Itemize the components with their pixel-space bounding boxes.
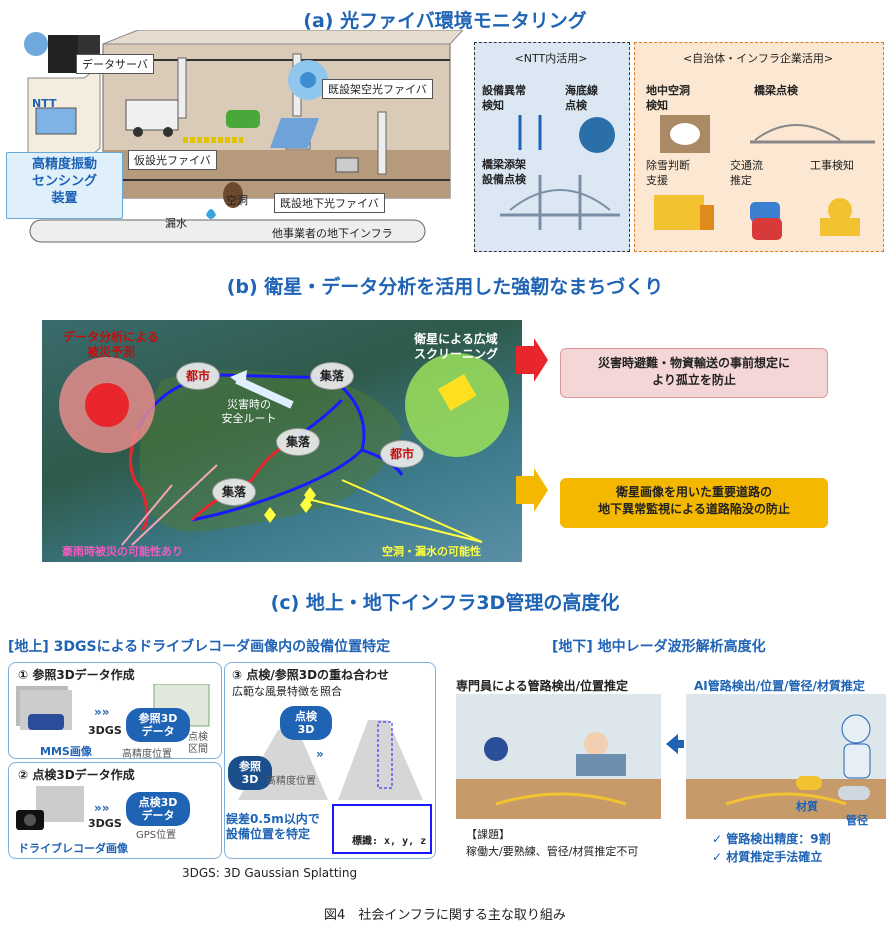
municipal-panel-title: <自治体・インフラ企業活用> <box>682 52 834 65</box>
muni-item-cavity: 地中空洞 検知 <box>646 84 690 112</box>
ai-title: AI管路検出/位置/管径/材質推定 <box>694 679 865 693</box>
sensing-device-label: 高精度振動 センシング 装置 <box>6 152 123 219</box>
figure-caption: 図4 社会インフラに関する主な取り組み <box>324 908 566 923</box>
svg-text:»»: »» <box>94 801 110 815</box>
ntt-item-bridge: 橋梁添架 設備点検 <box>482 158 526 186</box>
gpr-illustrations <box>456 694 886 819</box>
mms-label: MMS画像 <box>40 745 92 758</box>
data-server-label: データサーバ <box>76 54 154 74</box>
gps-label: GPS位置 <box>136 830 177 841</box>
step1-3dgs-label: 3DGS <box>88 724 122 737</box>
muni-item-construction: 工事検知 <box>810 159 854 172</box>
village-marker-1: 集落 <box>310 362 354 390</box>
step3-insp3d-pill: 点検 3D <box>280 706 332 740</box>
diameter-label: 管径 <box>846 814 868 827</box>
step2-title: ② 点検3Dデータ作成 <box>18 768 135 782</box>
material-label: 材質 <box>796 800 818 813</box>
svg-text:»: » <box>316 747 324 761</box>
village-marker-3: 集落 <box>212 478 256 506</box>
ntt-logo: NTT <box>32 97 57 110</box>
route-map-overlay <box>59 353 509 546</box>
existing-aerial-label: 既設架空光ファイバ <box>322 79 433 99</box>
data-analysis-label: データ分析による 被災予測 <box>63 330 159 359</box>
ntt-item-equipment: 設備異常 検知 <box>482 84 526 112</box>
step1-title: ① 参照3Dデータ作成 <box>18 668 135 682</box>
error-label: 誤差0.5m以内で 設備位置を特定 <box>226 812 320 841</box>
rain-risk-label: 豪雨時被災の可能性あり <box>62 545 183 558</box>
step3-high-precision: 高精度位置 <box>266 776 316 787</box>
svg-text:»»: »» <box>94 705 110 719</box>
issue-text: 稼働大/要熟練、管径/材質推定不可 <box>466 845 639 858</box>
high-precision-label: 高精度位置 <box>122 749 172 760</box>
dashcam-label: ドライブレコーダ画像 <box>18 842 128 855</box>
sign-coord-label: 標識: x, y, z <box>352 836 427 847</box>
cavity-risk-label: 空洞・漏水の可能性 <box>382 545 481 558</box>
city-marker-2: 都市 <box>380 440 424 468</box>
step3-ref3d-pill: 参照 3D <box>228 756 272 790</box>
expert-title: 専門員による管路検出/位置推定 <box>456 679 629 693</box>
inspect-section-label: 点検 区間 <box>188 732 208 755</box>
section-c-title: (c) 地上・地下インフラ3D管理の高度化 <box>270 592 620 614</box>
ntt-panel-title: <NTT内活用> <box>514 52 588 65</box>
section-b-title: (b) 衛星・データ分析を活用した強靭なまちづくり <box>226 276 664 298</box>
temporary-fiber-label: 仮設光ファイバ <box>128 150 217 170</box>
step3-title: ③ 点検/参照3Dの重ね合わせ <box>232 668 390 682</box>
cavity-label: 空洞 <box>226 194 248 207</box>
step2-3dgs-label: 3DGS <box>88 817 122 830</box>
insp3d-pill: 点検3D データ <box>126 792 190 826</box>
outcome-isolation-box: 災害時避難・物資輸送の事前想定に より孤立を防止 <box>560 348 828 398</box>
safe-route-label: 災害時の 安全ルート <box>221 398 277 425</box>
sign-box <box>332 804 432 854</box>
city-marker-1: 都市 <box>176 362 220 390</box>
landscape-label: 広範な風景特徴を照合 <box>232 685 342 698</box>
underground-title: [地下] 地中レーダ波形解析高度化 <box>552 639 766 655</box>
muni-item-snow: 除雪判断 支援 <box>646 159 690 187</box>
step2-graphics: »» <box>16 786 110 830</box>
village-marker-2: 集落 <box>276 428 320 456</box>
footnote-3dgs: 3DGS: 3D Gaussian Splatting <box>182 866 358 880</box>
ntt-icons <box>500 115 620 230</box>
existing-underground-label: 既設地下光ファイバ <box>274 193 385 213</box>
leak-label: 漏水 <box>165 217 187 230</box>
outcome-collapse-box: 衛星画像を用いた重要道路の 地下異常監視による道路陥没の防止 <box>560 478 828 528</box>
muni-item-bridge: 橋梁点検 <box>754 84 798 97</box>
result-material: ✓ 材質推定手法確立 <box>712 850 823 864</box>
muni-item-traffic: 交通流 推定 <box>730 159 763 187</box>
other-infra-label: 他事業者の地下インフラ <box>272 227 393 240</box>
outcome-arrows <box>516 338 548 512</box>
municipal-icons <box>654 115 875 240</box>
result-accuracy: ✓ 管路検出精度：9割 <box>712 832 831 846</box>
ref3d-pill: 参照3D データ <box>126 708 190 742</box>
ntt-item-submarine: 海底線 点検 <box>565 84 598 112</box>
section-a-title: (a) 光ファイバ環境モニタリング <box>303 10 587 32</box>
above-ground-title: [地上] 3DGSによるドライブレコーダ画像内の設備位置特定 <box>8 639 391 655</box>
issue-label: 【課題】 <box>466 828 510 841</box>
satellite-label: 衛星による広域 スクリーニング <box>413 332 498 361</box>
